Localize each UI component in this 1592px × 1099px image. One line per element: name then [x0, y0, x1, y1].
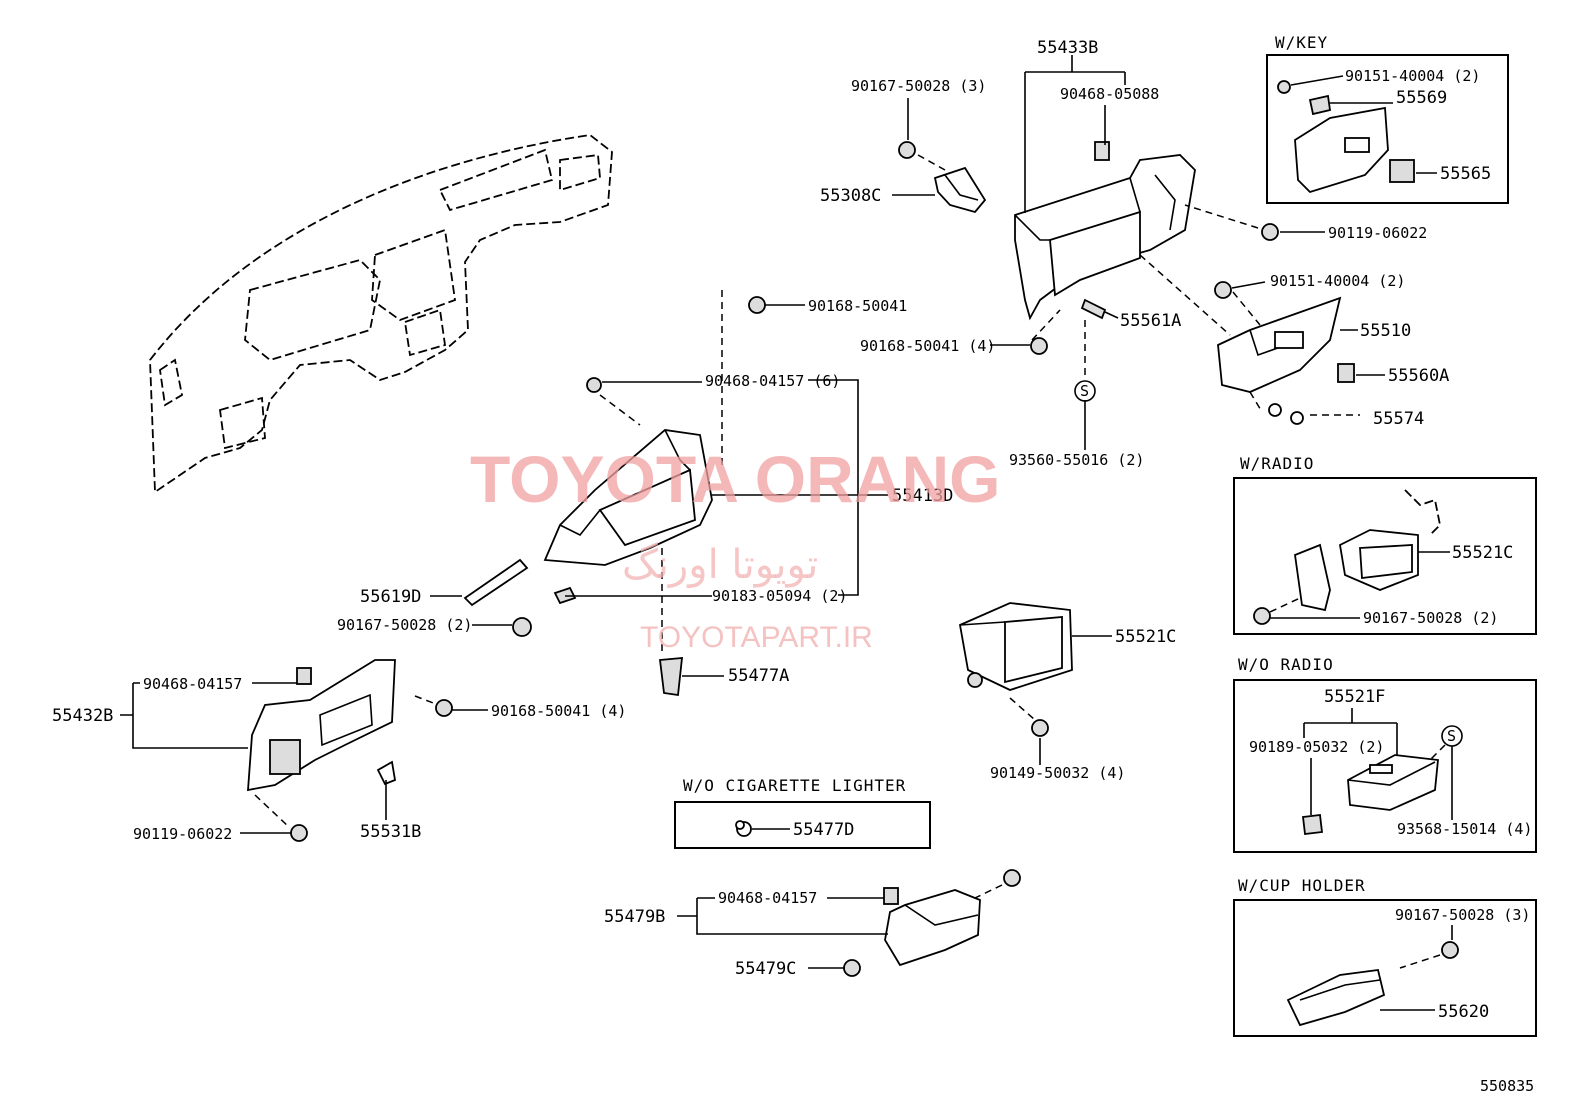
label-55574: 55574	[1373, 409, 1424, 429]
label-55479B: 55479B	[604, 907, 665, 927]
label-55433B: 55433B	[1037, 38, 1098, 58]
inset-wo-radio-title: W/O RADIO	[1238, 655, 1334, 674]
dashed-leaders-mid	[599, 290, 723, 655]
label-90149-50032-4: 90149-50032 (4)	[990, 764, 1125, 782]
screw-drawings-top	[898, 141, 1304, 425]
label-55308C: 55308C	[820, 186, 881, 206]
inset-w-key: W/KEY 90151-40004 (2) 55569 55565	[1266, 33, 1509, 204]
label-90167-50028-2: 90167-50028 (2)	[337, 616, 472, 634]
inset-w-key-title: W/KEY	[1275, 33, 1328, 52]
left-panel-55432B-drawing	[247, 659, 453, 842]
lower-panel-55479B-drawing	[843, 869, 1021, 977]
w-key-label-55565: 55565	[1440, 164, 1491, 184]
watermark-title: TOYOTA ORANG	[470, 442, 1000, 516]
wo-radio-label-55521F: 55521F	[1324, 687, 1385, 707]
screw-drawings-mid	[512, 296, 766, 697]
label-55477A: 55477A	[728, 666, 789, 686]
trim-55619D-drawing	[463, 558, 529, 607]
label-55432B: 55432B	[52, 706, 113, 726]
leader-lines	[120, 55, 1385, 969]
bracket-55308C-drawing	[933, 166, 987, 214]
w-key-label-55569: 55569	[1396, 88, 1447, 108]
label-55561A: 55561A	[1120, 311, 1181, 331]
label-90119-06022: 90119-06022	[133, 825, 232, 843]
label-90168-50041-4-top: 90168-50041 (4)	[860, 337, 995, 355]
w-radio-label-55521C: 55521C	[1452, 543, 1513, 563]
label-55560A: 55560A	[1388, 366, 1449, 386]
dashed-leaders-top	[917, 154, 1360, 416]
label-90167-50028-3: 90167-50028 (3)	[851, 77, 986, 95]
label-90183-05094-2: 90183-05094 (2)	[712, 587, 847, 605]
service-symbol-s: S	[1080, 382, 1089, 400]
label-90468-04157-b: 90468-04157	[718, 889, 817, 907]
glove-compartment-drawing	[1014, 141, 1196, 321]
instrument-panel-drawing	[149, 134, 613, 494]
lower-panel-55413D-drawing	[543, 377, 713, 605]
inset-w-cup-holder-title: W/CUP HOLDER	[1238, 876, 1366, 895]
label-90119-06022-top: 90119-06022	[1328, 224, 1427, 242]
watermark: TOYOTA ORANG تویوتا اورنگ TOYOTAPART.IR	[470, 442, 1000, 654]
label-55479C: 55479C	[735, 959, 796, 979]
inset-wo-cigarette-lighter-title: W/O CIGARETTE LIGHTER	[683, 776, 906, 795]
w-radio-label-90167-50028-2: 90167-50028 (2)	[1363, 609, 1498, 627]
watermark-persian: تویوتا اورنگ	[622, 542, 818, 588]
wo-cigarette-label-55477D: 55477D	[793, 820, 854, 840]
glove-box-lid-drawing	[1217, 296, 1355, 393]
inset-w-radio-title: W/RADIO	[1240, 454, 1314, 473]
inset-w-radio: W/RADIO 55521C 90167-50028 (2)	[1233, 454, 1537, 635]
w-key-label-90151-40004-2: 90151-40004 (2)	[1345, 67, 1480, 85]
cup-holder-label-55620: 55620	[1438, 1002, 1489, 1022]
label-55531B: 55531B	[360, 822, 421, 842]
label-90468-04157-a: 90468-04157	[143, 675, 242, 693]
label-55510: 55510	[1360, 321, 1411, 341]
wo-radio-label-90189-05032-2: 90189-05032 (2)	[1249, 738, 1384, 756]
inset-wo-radio: W/O RADIO 55521F 90189-05032 (2) S 93568…	[1233, 655, 1537, 853]
figure-code: 550835	[1480, 1077, 1534, 1095]
label-55521C: 55521C	[1115, 627, 1176, 647]
label-90168-50041-4: 90168-50041 (4)	[491, 702, 626, 720]
wo-radio-service-symbol: S	[1447, 727, 1456, 745]
label-93560-55016-2: 93560-55016 (2)	[1009, 451, 1144, 469]
inset-w-cup-holder: W/CUP HOLDER 90167-50028 (3) 55620	[1233, 876, 1537, 1037]
label-55619D: 55619D	[360, 587, 421, 607]
label-90168-50041: 90168-50041	[808, 297, 907, 315]
radio-box-55521C-drawing	[958, 602, 1073, 737]
label-90151-40004-2: 90151-40004 (2)	[1270, 272, 1405, 290]
label-90468-05088: 90468-05088	[1060, 85, 1159, 103]
wo-radio-label-93568-15014-4: 93568-15014 (4)	[1397, 820, 1532, 838]
cup-holder-label-90167-50028-3: 90167-50028 (3)	[1395, 906, 1530, 924]
label-90468-04157-6: 90468-04157 (6)	[705, 372, 840, 390]
label-55413D: 55413D	[892, 486, 953, 506]
inset-wo-cigarette-lighter: W/O CIGARETTE LIGHTER 55477D	[674, 776, 931, 849]
part-labels: 55433B 90167-50028 (3) 90468-05088 55308…	[52, 38, 1449, 979]
watermark-site: TOYOTAPART.IR	[640, 621, 873, 654]
